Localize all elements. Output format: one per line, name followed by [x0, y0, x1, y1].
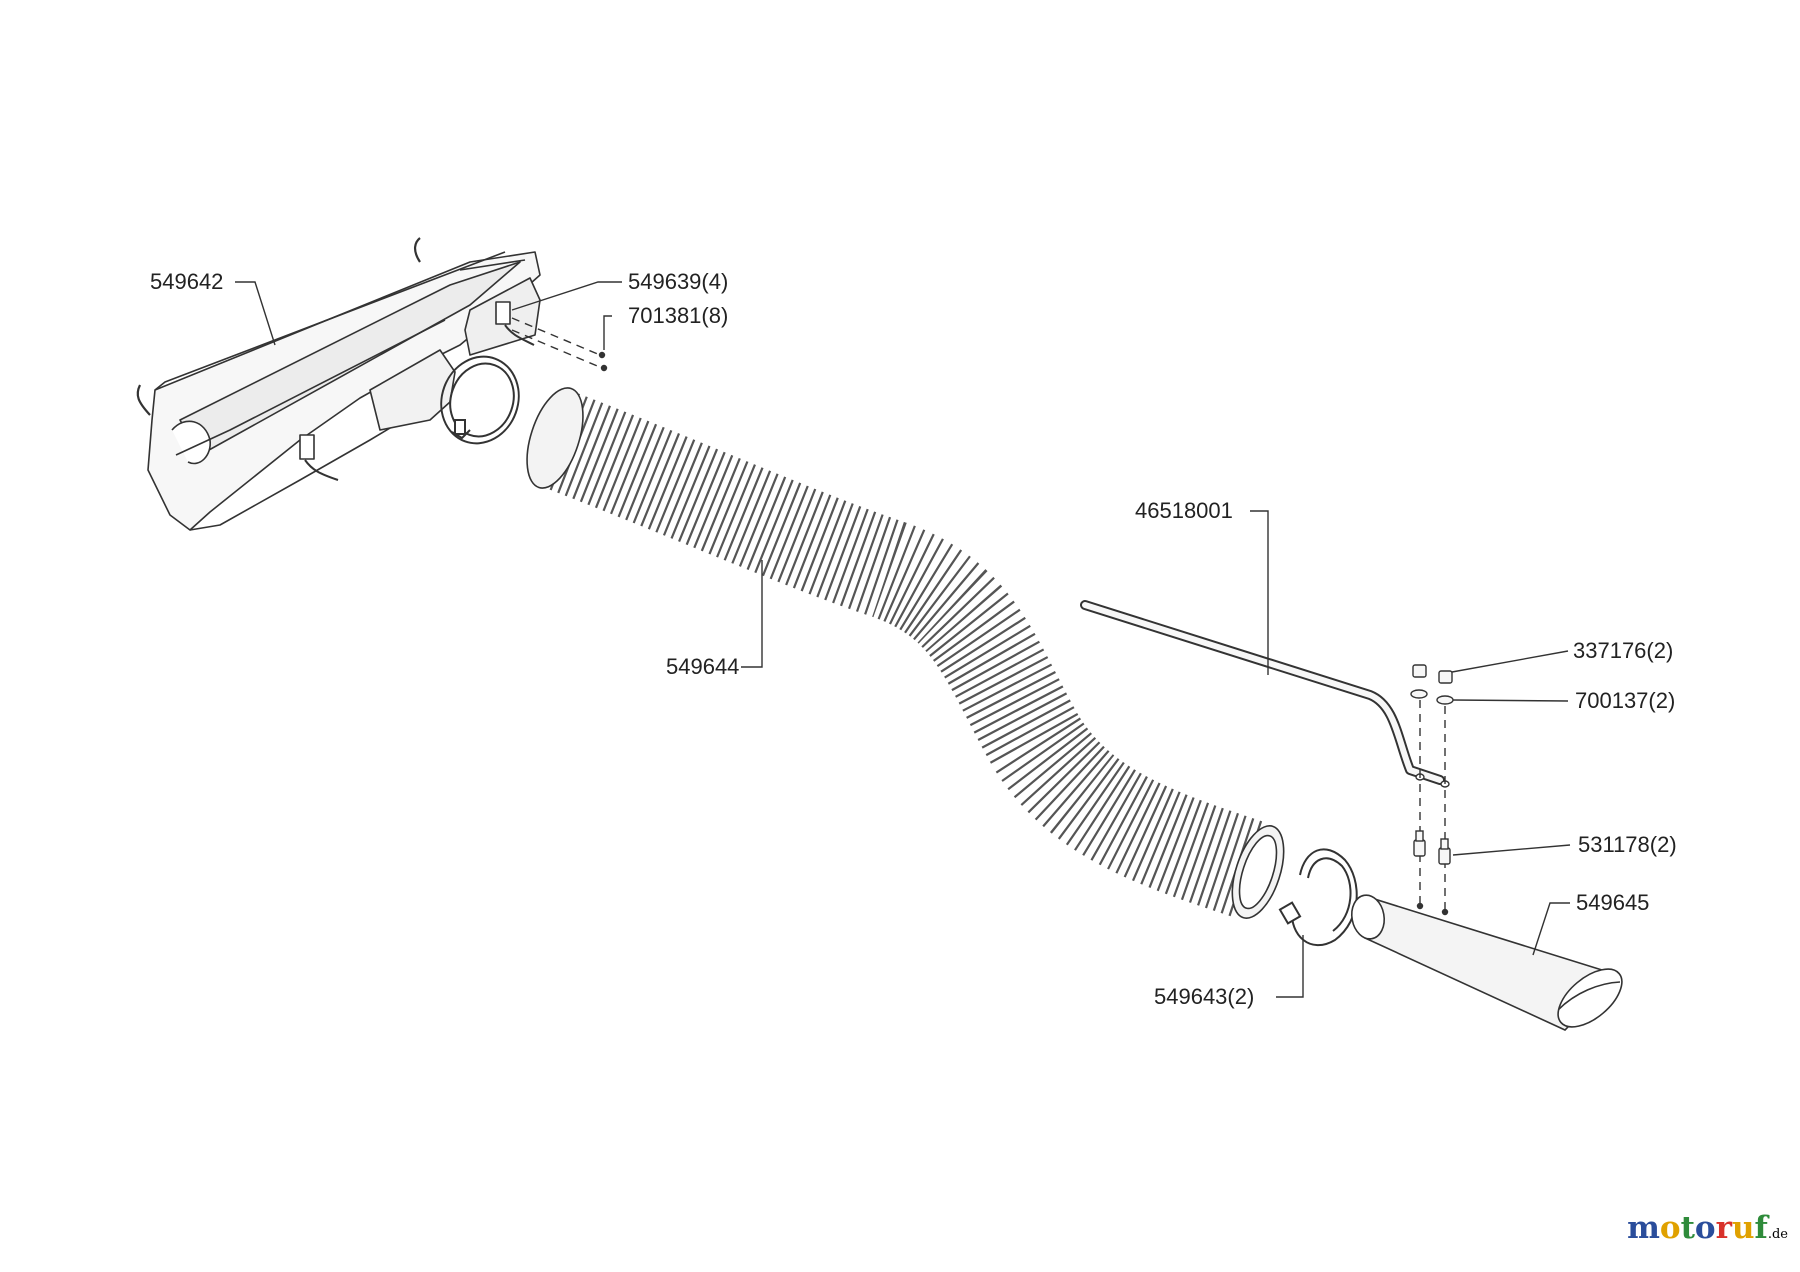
- hose-ends: [526, 387, 1285, 919]
- hardware: [598, 351, 1454, 916]
- logo-suffix: .de: [1767, 1227, 1788, 1242]
- part-label-549639: 549639(4): [628, 269, 729, 294]
- hose-clamp-lower: [1278, 848, 1358, 947]
- part-label-549642: 549642: [150, 269, 224, 294]
- logo-letter: m: [1627, 1210, 1660, 1246]
- logo-letter: u: [1731, 1210, 1755, 1246]
- part-label-549643: 549643(2): [1154, 984, 1255, 1009]
- part-label-531178: 531178(2): [1578, 832, 1677, 857]
- logo-letter: f: [1754, 1210, 1768, 1246]
- part-label-337176: 337176(2): [1573, 638, 1674, 663]
- part-label-549644: 549644: [666, 654, 740, 679]
- part-label-46518001: 46518001: [1135, 498, 1233, 523]
- collector-nozzle: [136, 237, 541, 531]
- logo-letter: o: [1659, 1210, 1681, 1246]
- fastener-dashes: [511, 317, 603, 369]
- logo-letter: r: [1715, 1210, 1732, 1246]
- part-label-549645: 549645: [1576, 890, 1650, 915]
- support-rod: [1080, 600, 1450, 788]
- dashed-axes: [1419, 700, 1446, 910]
- flexible-hose: [542, 393, 1266, 918]
- part-label-701381: 701381(8): [628, 303, 729, 328]
- motoruf-logo: motoruf.de: [1627, 1210, 1788, 1246]
- part-label-700137: 700137(2): [1575, 688, 1676, 713]
- logo-letter: t: [1680, 1210, 1695, 1246]
- leader-lines: [235, 281, 1571, 998]
- hose-clamp-upper: [440, 355, 520, 445]
- logo-letter: o: [1694, 1210, 1716, 1246]
